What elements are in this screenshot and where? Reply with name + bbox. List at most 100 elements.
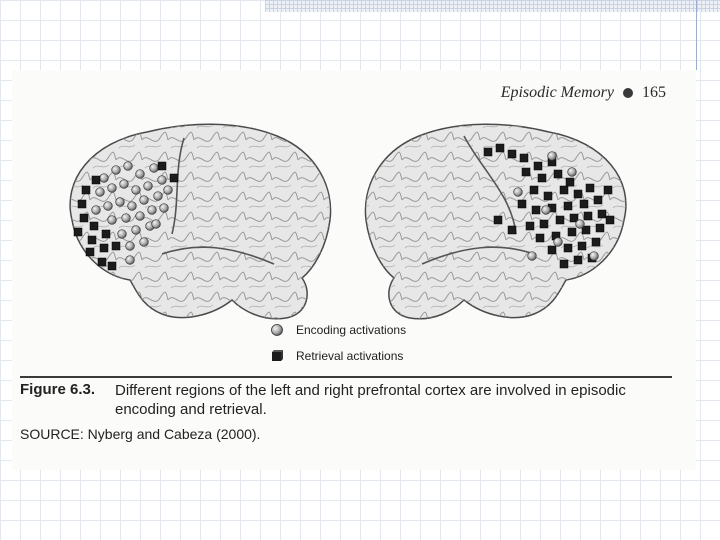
retrieval-marker — [157, 161, 167, 171]
running-header-title: Episodic Memory — [500, 84, 614, 101]
retrieval-marker — [555, 215, 565, 225]
encoding-marker — [125, 241, 135, 251]
retrieval-marker — [573, 255, 583, 265]
encoding-marker — [589, 251, 599, 261]
encoding-marker — [107, 183, 117, 193]
retrieval-marker — [87, 235, 97, 245]
encoding-marker — [123, 161, 133, 171]
retrieval-marker — [517, 199, 527, 209]
sphere-icon — [271, 324, 283, 336]
encoding-marker — [139, 195, 149, 205]
retrieval-marker — [591, 237, 601, 247]
encoding-marker — [575, 219, 585, 229]
retrieval-marker — [91, 175, 101, 185]
left-central-sulcus — [171, 137, 185, 235]
retrieval-marker — [583, 211, 593, 221]
retrieval-marker — [581, 225, 591, 235]
retrieval-marker — [97, 257, 107, 267]
retrieval-marker — [529, 185, 539, 195]
encoding-marker — [159, 203, 169, 213]
top-pattern-band — [265, 0, 720, 12]
retrieval-marker — [85, 247, 95, 257]
encoding-marker — [107, 215, 117, 225]
encoding-marker — [121, 213, 131, 223]
encoding-marker — [135, 211, 145, 221]
encoding-marker — [143, 181, 153, 191]
encoding-marker — [527, 251, 537, 261]
brain-figure — [69, 123, 627, 320]
retrieval-marker — [519, 153, 529, 163]
retrieval-marker — [81, 185, 91, 195]
retrieval-marker — [533, 161, 543, 171]
retrieval-marker — [559, 185, 569, 195]
retrieval-marker — [553, 169, 563, 179]
encoding-marker — [147, 205, 157, 215]
encoding-marker — [91, 205, 101, 215]
encoding-marker — [127, 201, 137, 211]
retrieval-marker — [521, 167, 531, 177]
encoding-marker — [119, 179, 129, 189]
retrieval-marker — [559, 259, 569, 269]
retrieval-marker — [79, 213, 89, 223]
figure-legend: Encoding activations Retrieval activatio… — [270, 317, 406, 369]
bullet-dot-icon — [623, 88, 633, 98]
encoding-marker — [513, 187, 523, 197]
retrieval-marker — [111, 241, 121, 251]
legend-item-encoding: Encoding activations — [270, 317, 406, 343]
retrieval-marker — [169, 173, 179, 183]
figure-caption: Figure 6.3. Different regions of the lef… — [20, 381, 675, 419]
left-sylvian-fissure — [161, 246, 275, 265]
caption-rule — [20, 376, 672, 378]
left-activation-markers — [73, 161, 179, 271]
retrieval-marker — [483, 147, 493, 157]
scanned-page: Episodic Memory 165 — [12, 70, 696, 470]
running-header: Episodic Memory 165 — [501, 84, 666, 102]
retrieval-marker — [593, 195, 603, 205]
encoding-marker — [139, 237, 149, 247]
legend-item-retrieval: Retrieval activations — [270, 343, 406, 369]
retrieval-marker — [89, 221, 99, 231]
retrieval-marker — [493, 215, 503, 225]
encoding-marker — [163, 185, 173, 195]
figure-source: SOURCE: Nyberg and Cabeza (2000). — [20, 426, 261, 442]
retrieval-marker — [565, 177, 575, 187]
encoding-marker — [103, 201, 113, 211]
encoding-marker — [153, 191, 163, 201]
retrieval-marker — [539, 219, 549, 229]
encoding-marker — [95, 187, 105, 197]
retrieval-marker — [577, 241, 587, 251]
encoding-marker — [149, 163, 159, 173]
retrieval-marker — [507, 149, 517, 159]
retrieval-marker — [563, 243, 573, 253]
retrieval-marker — [99, 243, 109, 253]
right-central-sulcus — [463, 135, 517, 235]
page-number: 165 — [642, 84, 666, 101]
retrieval-marker — [77, 199, 87, 209]
encoding-marker — [151, 219, 161, 229]
encoding-marker — [111, 165, 121, 175]
retrieval-marker — [537, 173, 547, 183]
right-sylvian-fissure — [421, 246, 535, 265]
retrieval-marker — [535, 233, 545, 243]
encoding-marker — [99, 173, 109, 183]
retrieval-marker — [495, 143, 505, 153]
retrieval-marker — [595, 223, 605, 233]
caption-text: Different regions of the left and right … — [115, 382, 626, 418]
retrieval-marker — [543, 191, 553, 201]
retrieval-marker — [563, 201, 573, 211]
cube-icon — [272, 350, 283, 361]
encoding-marker — [135, 169, 145, 179]
encoding-marker — [541, 205, 551, 215]
retrieval-marker — [101, 229, 111, 239]
retrieval-marker — [573, 189, 583, 199]
legend-label-retrieval: Retrieval activations — [296, 349, 404, 363]
encoding-marker — [547, 151, 557, 161]
encoding-marker — [131, 185, 141, 195]
retrieval-marker — [567, 227, 577, 237]
retrieval-marker — [73, 227, 83, 237]
retrieval-marker — [603, 185, 613, 195]
encoding-marker — [157, 175, 167, 185]
encoding-marker — [131, 225, 141, 235]
retrieval-marker — [597, 209, 607, 219]
retrieval-marker — [579, 199, 589, 209]
